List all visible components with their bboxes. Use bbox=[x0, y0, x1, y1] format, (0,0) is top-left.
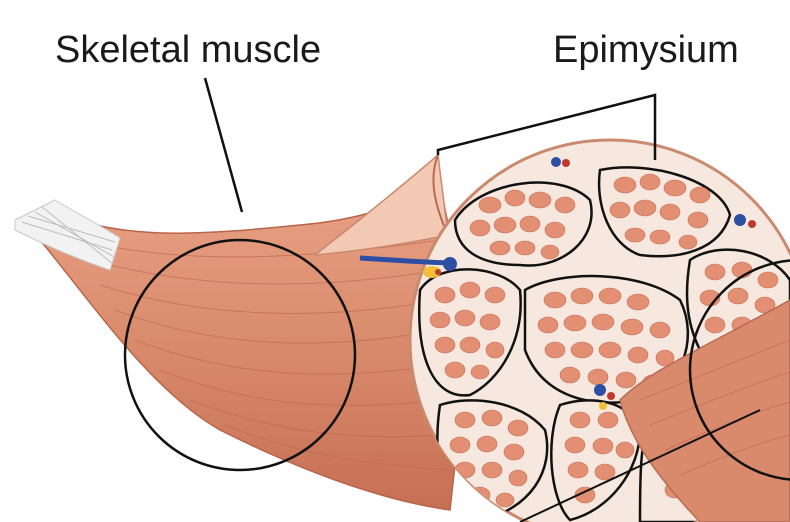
cutaway-striations bbox=[639, 339, 790, 476]
muscle-belly bbox=[39, 183, 471, 511]
fascicle bbox=[550, 399, 642, 522]
tendon bbox=[14, 199, 121, 271]
magnifier-line bbox=[519, 409, 761, 522]
fascicle-magnifier bbox=[688, 259, 790, 481]
epimysium-label: Epimysium bbox=[553, 29, 739, 71]
skeletal-muscle-leader bbox=[203, 77, 244, 213]
blood-vessels bbox=[414, 157, 756, 432]
skeletal-muscle-label: Skeletal muscle bbox=[55, 29, 321, 71]
skeletal-muscle-magnifier bbox=[123, 238, 357, 472]
nerve-vessel-bundle bbox=[359, 255, 457, 278]
epimysium-leader bbox=[436, 93, 657, 160]
epimysium-flap-edge bbox=[432, 154, 449, 236]
